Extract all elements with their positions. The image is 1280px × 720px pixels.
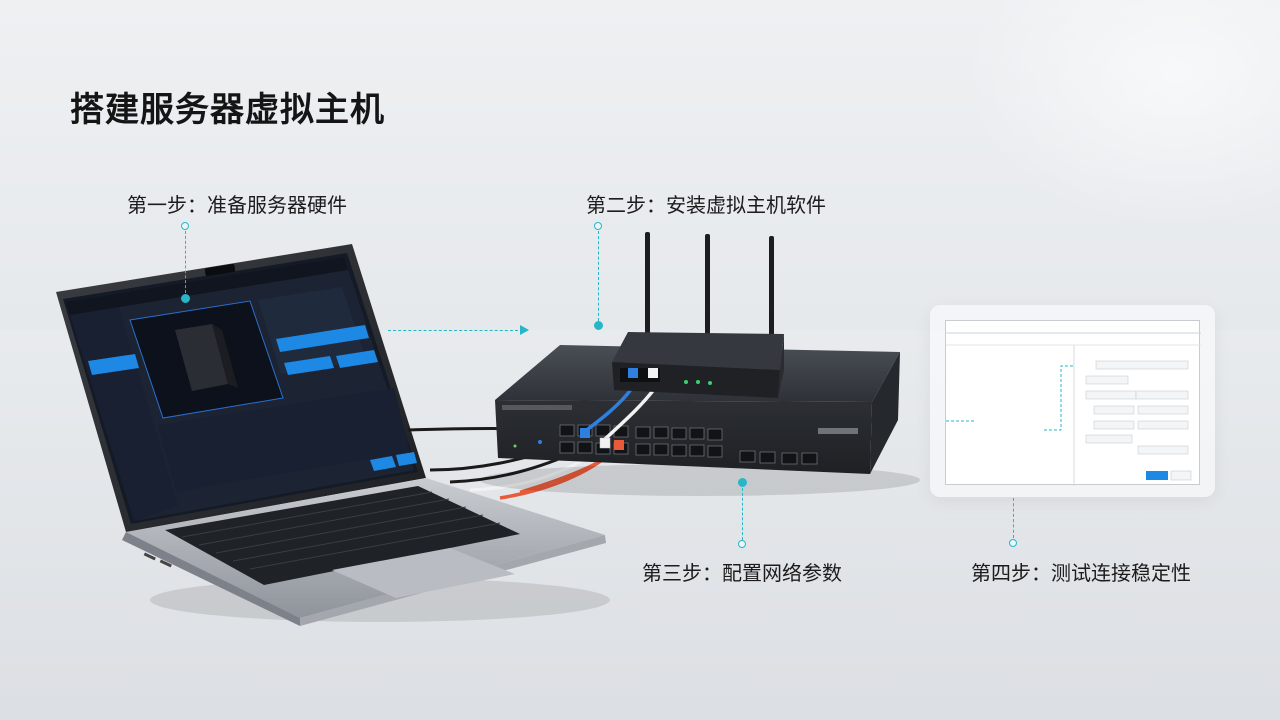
step-2-target-dot: [594, 321, 603, 330]
arrow-right-icon: [520, 325, 529, 335]
network-switch-icon: [495, 345, 900, 474]
step-3-target-dot: [738, 478, 747, 487]
plant-shadow: [960, 0, 1280, 230]
router-icon: [612, 232, 784, 398]
step-4-anchor-dot: [1009, 539, 1017, 547]
step-2-label: 第二步：安装虚拟主机软件: [586, 193, 826, 217]
step-1-anchor-dot: [181, 222, 189, 230]
configuration-diagram-card: [930, 305, 1215, 497]
step-4-label: 第四步：测试连接稳定性: [971, 561, 1191, 585]
step-2-connector: [598, 231, 599, 321]
step-2-anchor-dot: [594, 222, 602, 230]
step-3-connector: [742, 488, 743, 540]
page-title: 搭建服务器虚拟主机: [70, 90, 385, 130]
laptop-to-switch-connector: [388, 330, 518, 331]
step-1-label: 第一步：准备服务器硬件: [127, 193, 347, 217]
step-3-anchor-dot: [738, 540, 746, 548]
step-1-target-dot: [181, 294, 190, 303]
step-4-connector: [1013, 498, 1014, 538]
configuration-diagram: [945, 320, 1201, 486]
laptop-icon: [56, 244, 426, 532]
step-3-label: 第三步：配置网络参数: [642, 561, 842, 585]
step-1-connector: [185, 231, 186, 293]
